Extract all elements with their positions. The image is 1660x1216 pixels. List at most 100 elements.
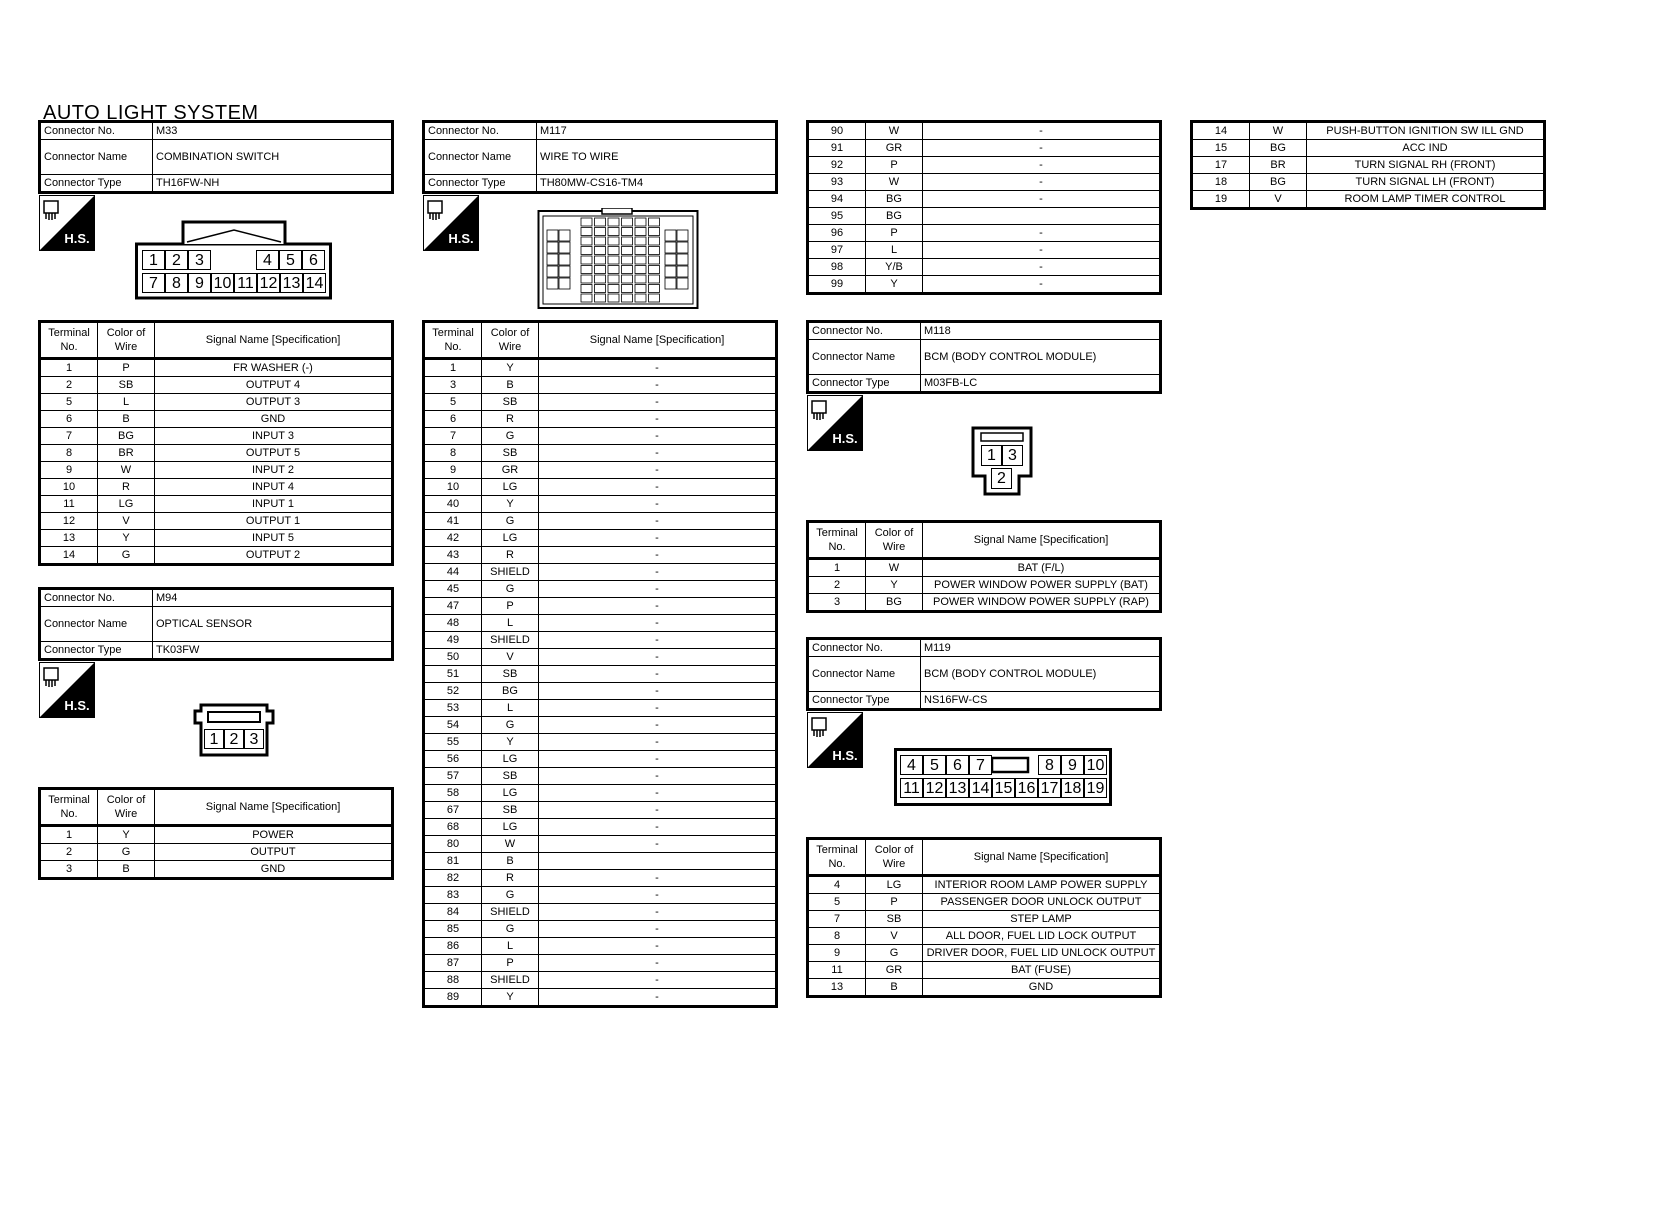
terminal-no: 3 bbox=[39, 860, 98, 879]
conn-type-label: Connector Type bbox=[807, 374, 921, 393]
wire-color: L bbox=[97, 393, 155, 411]
connector-pin: 4 bbox=[256, 250, 279, 270]
wire-color: BG bbox=[1249, 139, 1307, 157]
connector-pin: 9 bbox=[1061, 755, 1084, 775]
signal-name: - bbox=[538, 427, 777, 445]
wire-color: GR bbox=[865, 961, 923, 979]
signal-name: - bbox=[538, 563, 777, 581]
connector-pin: 11 bbox=[234, 273, 257, 293]
hs-label: H.S. bbox=[832, 431, 857, 446]
wire-color: LG bbox=[97, 495, 155, 513]
terminal-no: 1 bbox=[807, 558, 866, 577]
terminal-no: 4 bbox=[807, 875, 866, 894]
connector-pin: 1 bbox=[981, 445, 1002, 466]
wire-color: P bbox=[97, 358, 155, 377]
signal-name: - bbox=[538, 358, 777, 377]
m117-no: M117 bbox=[536, 121, 777, 140]
signal-name: - bbox=[538, 784, 777, 802]
connector-pin: 7 bbox=[969, 755, 992, 775]
signal-name: - bbox=[922, 224, 1161, 242]
conn-no-label: Connector No. bbox=[39, 121, 153, 140]
terminal-no: 58 bbox=[423, 784, 482, 802]
wire-color: LG bbox=[481, 818, 539, 836]
signal-name: - bbox=[538, 733, 777, 751]
wire-color: B bbox=[97, 860, 155, 879]
signal-name: PUSH-BUTTON IGNITION SW ILL GND bbox=[1306, 121, 1545, 140]
signal-name: - bbox=[538, 665, 777, 683]
terminal-no: 14 bbox=[39, 546, 98, 565]
wire-color: P bbox=[481, 597, 539, 615]
signal-name: INPUT 3 bbox=[154, 427, 393, 445]
terminal-no: 92 bbox=[807, 156, 866, 174]
signal-header: Signal Name [Specification] bbox=[538, 321, 777, 360]
wire-color: LG bbox=[481, 529, 539, 547]
signal-name: - bbox=[922, 190, 1161, 208]
signal-name: FR WASHER (-) bbox=[154, 358, 393, 377]
wire-color: B bbox=[865, 978, 923, 997]
wire-color: W bbox=[481, 835, 539, 853]
signal-name: OUTPUT 3 bbox=[154, 393, 393, 411]
page-title: AUTO LIGHT SYSTEM bbox=[43, 102, 259, 124]
signal-name: ALL DOOR, FUEL LID LOCK OUTPUT bbox=[922, 927, 1161, 945]
terminal-no: 57 bbox=[423, 767, 482, 785]
terminal-no: 11 bbox=[807, 961, 866, 979]
m94-signal-table: Terminal No. Color of Wire Signal Name [… bbox=[38, 787, 394, 880]
wire-color: SB bbox=[865, 910, 923, 928]
wire-color: R bbox=[481, 410, 539, 428]
wire-color: Y bbox=[481, 733, 539, 751]
terminal-no: 10 bbox=[423, 478, 482, 496]
hs-label: H.S. bbox=[832, 748, 857, 763]
wire-color: Y bbox=[865, 576, 923, 594]
connector-pin: 6 bbox=[946, 755, 969, 775]
signal-name: - bbox=[538, 512, 777, 530]
connector-pin: 14 bbox=[303, 273, 326, 293]
connector-pin: 12 bbox=[257, 273, 280, 293]
signal-name: ACC IND bbox=[1306, 139, 1545, 157]
color-header: Color of Wire bbox=[97, 321, 155, 360]
wire-color: Y bbox=[481, 495, 539, 513]
conn-name-label: Connector Name bbox=[807, 656, 921, 692]
terminal-no: 9 bbox=[39, 461, 98, 479]
terminal-no: 5 bbox=[807, 893, 866, 911]
hs-label: H.S. bbox=[64, 231, 89, 246]
wire-color: LG bbox=[481, 750, 539, 768]
terminal-no: 3 bbox=[807, 593, 866, 612]
wire-color: P bbox=[865, 893, 923, 911]
signal-header: Signal Name [Specification] bbox=[922, 838, 1161, 877]
m94-no: M94 bbox=[152, 588, 393, 607]
signal-name: INPUT 1 bbox=[154, 495, 393, 513]
connector-pin: 13 bbox=[280, 273, 303, 293]
signal-name: - bbox=[538, 614, 777, 632]
wire-color: G bbox=[481, 716, 539, 734]
terminal-no: 5 bbox=[423, 393, 482, 411]
connector-pin: 12 bbox=[923, 778, 946, 798]
wire-color: SHIELD bbox=[481, 631, 539, 649]
conn-no-label: Connector No. bbox=[807, 638, 921, 657]
signal-name bbox=[538, 852, 777, 870]
terminal-no: 68 bbox=[423, 818, 482, 836]
terminal-no: 10 bbox=[39, 478, 98, 496]
signal-name: - bbox=[922, 173, 1161, 191]
signal-name: GND bbox=[154, 410, 393, 428]
color-header: Color of Wire bbox=[481, 321, 539, 360]
